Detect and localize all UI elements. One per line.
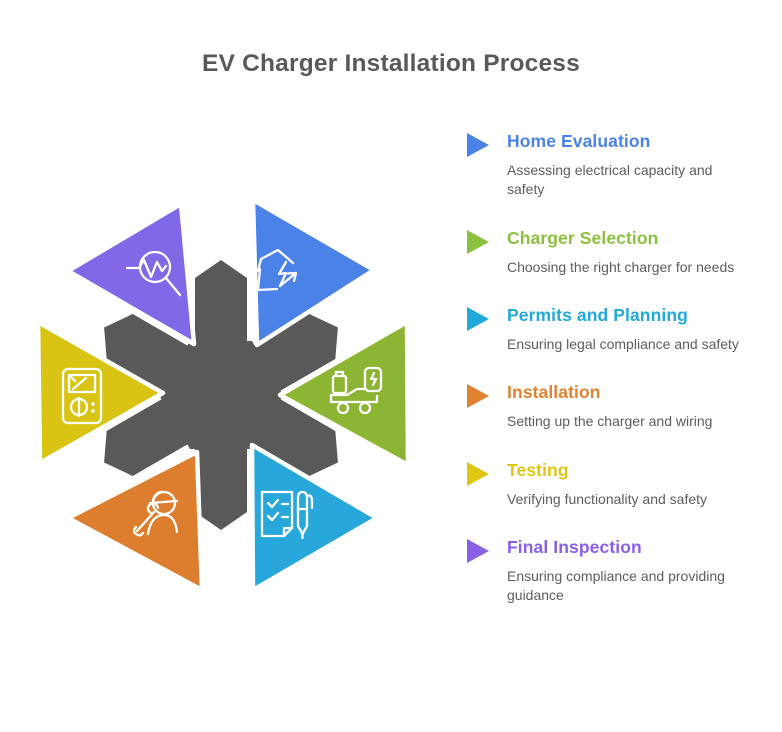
step-arrow-icon (467, 133, 489, 157)
legend-item: Installation Setting up the charger and … (466, 382, 742, 431)
triangle-shape (249, 442, 380, 593)
worker-icon (132, 490, 179, 537)
step-arrow-icon (467, 538, 489, 563)
legend-item-description: Verifying functionality and safety (507, 490, 708, 507)
legend-item-title: Charger Selection (507, 227, 659, 248)
legend-item-description: Choosing the right charger for needs (507, 258, 735, 275)
step-arrow-icon (467, 384, 489, 409)
legend-item-text: Installation Setting up the charger and … (507, 382, 742, 431)
legend-item-title: Testing (507, 459, 569, 480)
legend-item-text: Home Evaluation Assessing electrical cap… (507, 131, 742, 200)
legend-item-text: Testing Verifying functionality and safe… (507, 460, 742, 509)
legend-item: Final Inspection Ensuring compliance and… (466, 537, 742, 606)
triangle-permits-and-planning (249, 442, 380, 593)
legend-item-text: Permits and Planning Ensuring legal comp… (507, 305, 742, 354)
legend-item: Permits and Planning Ensuring legal comp… (466, 305, 742, 354)
legend-item: Home Evaluation Assessing electrical cap… (466, 131, 742, 200)
triangle-shape (65, 201, 197, 347)
legend-item-text: Charger Selection Choosing the right cha… (507, 228, 742, 277)
step-arrow-icon (467, 229, 489, 254)
step-arrow-icon (467, 306, 489, 331)
triangle-installation (65, 449, 205, 593)
legend-item-title: Home Evaluation (507, 131, 651, 151)
magnifier-wave-icon (125, 250, 182, 297)
page-title: EV Charger Installation Process (202, 50, 580, 77)
legend-item-description: Setting up the charger and wiring (507, 413, 713, 430)
legend-item-text: Final Inspection Ensuring compliance and… (507, 537, 742, 606)
step-arrow-icon (467, 461, 489, 486)
center-asterisk-shape (104, 260, 338, 530)
legend-item-title: Final Inspection (507, 536, 642, 557)
legend-item-description: Ensuring compliance and providing guidan… (507, 567, 725, 604)
ev-charger-icon (329, 366, 383, 415)
triangle-final-inspection (65, 201, 197, 347)
legend-item: Charger Selection Choosing the right cha… (466, 228, 742, 277)
asterisk-arm (104, 313, 234, 418)
triangle-shape (65, 449, 205, 593)
legend-item: Testing Verifying functionality and safe… (466, 460, 742, 509)
triangle-charger-selection (277, 319, 411, 468)
legend-item-description: Assessing electrical capacity and safety (507, 162, 713, 198)
triangle-shape (250, 197, 377, 348)
house-lightning-icon (256, 248, 298, 292)
triangle-home-evaluation (250, 197, 377, 348)
multimeter-icon (61, 367, 103, 425)
legend-item-title: Installation (507, 382, 601, 403)
legend: Home Evaluation Assessing electrical cap… (466, 131, 742, 634)
checklist-pen-icon (260, 490, 314, 540)
legend-item-title: Permits and Planning (507, 304, 688, 325)
legend-item-description: Ensuring legal compliance and safety (507, 335, 739, 352)
triangle-testing (35, 319, 166, 466)
